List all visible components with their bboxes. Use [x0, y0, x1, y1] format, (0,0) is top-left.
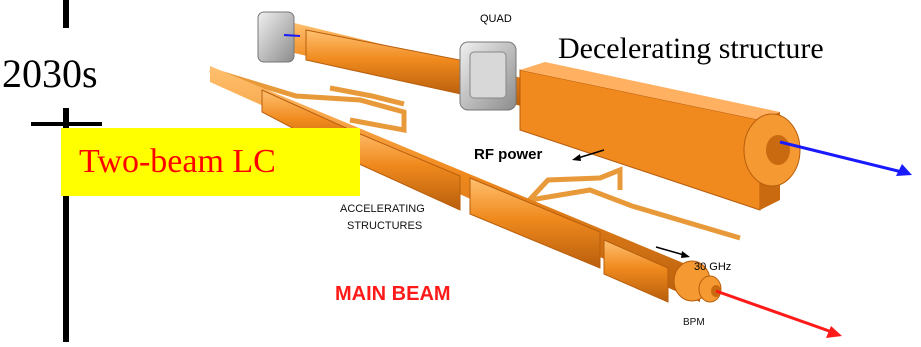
two-beam-lc-badge: Two-beam LC	[61, 128, 360, 196]
rear-quad	[258, 12, 294, 62]
rf-power-label: RF power	[474, 147, 542, 162]
accelerating-structure-2	[346, 128, 460, 210]
accelerating-label-line1: ACCELERATING	[340, 204, 425, 215]
two-beam-lc-label: Two-beam LC	[79, 145, 276, 179]
ghz-direction-arrowhead	[681, 251, 690, 258]
rear-beam-stub	[284, 35, 300, 36]
main-beam-label: MAIN BEAM	[335, 284, 451, 304]
decelerating-structure-label: Decelerating structure	[558, 34, 824, 64]
main-beam-arrow	[716, 291, 832, 332]
bpm-label: BPM	[683, 318, 705, 328]
quad-label: QUAD	[480, 14, 512, 25]
timeline-year: 2030s	[2, 54, 98, 94]
rf-direction-arrowhead	[572, 154, 581, 161]
structure-bore	[766, 135, 790, 165]
frequency-label: 30 GHz	[694, 262, 731, 273]
quad-face	[470, 52, 506, 98]
accelerating-label-line2: STRUCTURES	[347, 221, 422, 232]
